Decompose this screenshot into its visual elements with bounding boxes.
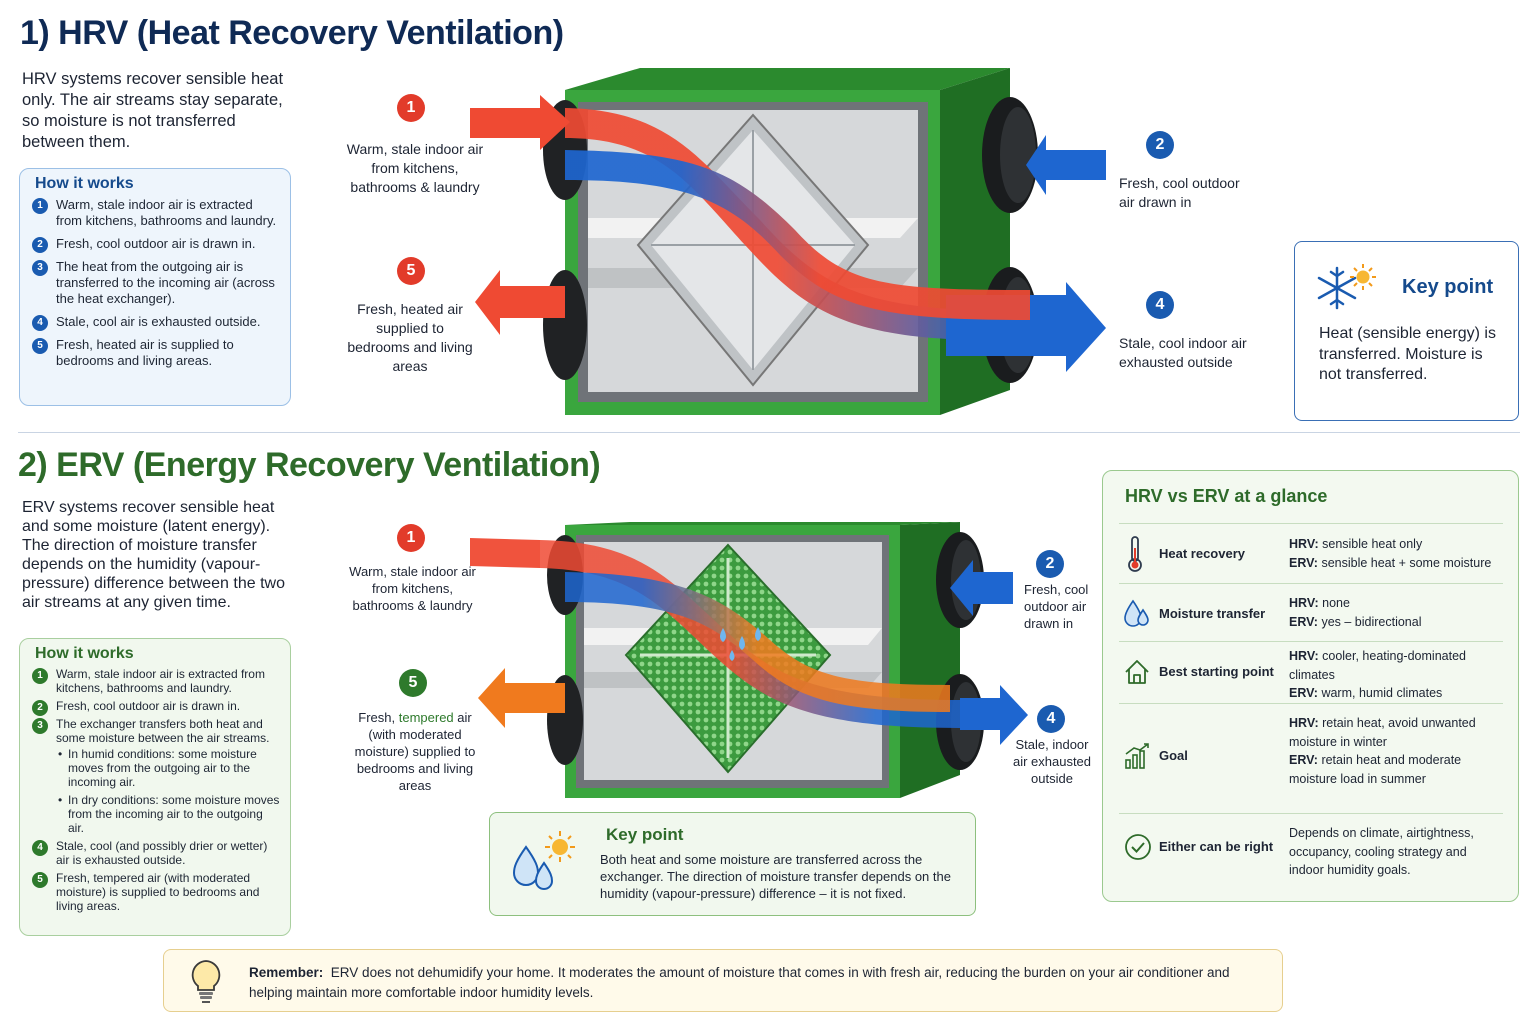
hrv-unit-top xyxy=(565,68,1010,90)
glance-row-moisture: Moisture transfer HRV: none ERV: yes – b… xyxy=(1119,583,1503,641)
erv-arrow-warm-in xyxy=(470,538,540,568)
glance-value-either: Depends on climate, airtightness, occupa… xyxy=(1289,826,1474,877)
hrv-arrow-warm-in xyxy=(470,95,570,150)
hrv-key-point: Key point Heat (sensible energy) is tran… xyxy=(1294,241,1519,421)
erv-sub-bullet-dry: In dry conditions: some moisture moves f… xyxy=(56,793,282,835)
moisture-droplets xyxy=(720,627,761,661)
hrv-label-2: Fresh, cool outdoor air drawn in xyxy=(1119,175,1240,210)
bar-chart-icon xyxy=(1125,743,1149,769)
hrv-key-point-title: Key point xyxy=(1402,276,1494,298)
hrv-vs-erv-glance: HRV vs ERV at a glance Heat recovery HRV… xyxy=(1102,470,1519,902)
hrv-how-title: How it works xyxy=(35,175,134,192)
hrv-badge-5: 5 xyxy=(397,257,425,285)
erv-arrow-tempered-out xyxy=(478,668,565,728)
erv-title: 2) ERV (Energy Recovery Ventilation) xyxy=(18,446,601,484)
erv-key-point-title: Key point xyxy=(606,825,684,844)
droplets-sun-icon xyxy=(512,831,575,890)
glance-label-goal: Goal xyxy=(1159,748,1188,763)
hrv-label-1: Warm, stale indoor air from kitchens, ba… xyxy=(346,141,484,195)
glance-value-goal: HRV: retain heat, avoid unwanted moistur… xyxy=(1289,716,1476,786)
glance-row-heat-recovery: Heat recovery HRV: sensible heat only ER… xyxy=(1119,523,1503,583)
glance-row-either: Either can be right Depends on climate, … xyxy=(1119,813,1503,891)
glance-value-heat-recovery: HRV: sensible heat only ERV: sensible he… xyxy=(1289,537,1492,570)
glance-value-best-start: HRV: cooler, heating-dominated climates … xyxy=(1289,649,1466,700)
erv-how-title: How it works xyxy=(35,645,134,662)
glance-label-moisture: Moisture transfer xyxy=(1159,606,1266,621)
erv-label-1: Warm, stale indoor air from kitchens, ba… xyxy=(349,564,476,613)
hrv-intro: HRV systems recover sensible heat only. … xyxy=(22,70,284,151)
erv-badge-4: 4 xyxy=(1037,705,1065,733)
hrv-label-4: Stale, cool indoor air exhausted outside xyxy=(1119,335,1247,370)
snowflake-sun-icon xyxy=(1317,264,1376,310)
hrv-badge-4: 4 xyxy=(1146,291,1174,319)
hrv-badge-1: 1 xyxy=(397,94,425,122)
check-circle-icon xyxy=(1125,834,1151,860)
glance-value-moisture: HRV: none ERV: yes – bidirectional xyxy=(1289,596,1422,629)
erv-badge-5: 5 xyxy=(399,669,427,697)
erv-unit-diagram xyxy=(470,522,1028,798)
glance-title: HRV vs ERV at a glance xyxy=(1125,486,1328,506)
house-icon xyxy=(1125,660,1149,684)
erv-label-5: Fresh, tempered air (with moderated mois… xyxy=(354,710,476,793)
hrv-title: 1) HRV (Heat Recovery Ventilation) xyxy=(20,14,564,52)
erv-label-4: Stale, indoor air exhausted outside xyxy=(1012,737,1092,786)
glance-label-heat-recovery: Heat recovery xyxy=(1159,546,1245,561)
hrv-key-point-text: Heat (sensible energy) is transferred. M… xyxy=(1319,325,1496,383)
glance-row-goal: Goal HRV: retain heat, avoid unwanted mo… xyxy=(1119,703,1503,813)
hrv-badge-2: 2 xyxy=(1146,131,1174,159)
hrv-arrow-cool-in xyxy=(1026,135,1106,195)
remember-banner: Remember: ERV does not dehumidify your h… xyxy=(163,949,1283,1012)
erv-sub-bullet-humid: In humid conditions: some moisture moves… xyxy=(56,747,282,789)
glance-row-best-start: Best starting point HRV: cooler, heating… xyxy=(1119,641,1503,703)
erv-badge-1: 1 xyxy=(397,524,425,552)
erv-label-2: Fresh, cool outdoor air drawn in xyxy=(1024,582,1089,631)
remember-text: Remember: ERV does not dehumidify your h… xyxy=(249,965,1230,1000)
erv-arrow-cool-out xyxy=(960,685,1028,745)
thermometer-icon xyxy=(1128,536,1142,572)
erv-key-point-text: Both heat and some moisture are transfer… xyxy=(600,852,951,901)
erv-arrow-cool-in xyxy=(950,560,1013,616)
hrv-label-5: Fresh, heated air supplied to bedrooms a… xyxy=(347,301,473,374)
glance-label-either: Either can be right xyxy=(1159,839,1274,854)
section-divider xyxy=(18,432,1520,433)
lightbulb-icon xyxy=(191,960,221,1003)
hrv-arrow-warm-out xyxy=(475,270,565,335)
erv-unit-top xyxy=(565,522,960,525)
erv-badge-2: 2 xyxy=(1036,550,1064,578)
erv-key-point: Key point Both heat and some moisture ar… xyxy=(489,812,976,916)
erv-intro: ERV systems recover sensible heat and so… xyxy=(22,499,285,611)
glance-label-best-start: Best starting point xyxy=(1159,664,1274,679)
hrv-unit-diagram xyxy=(470,68,1106,415)
droplets-icon xyxy=(1124,599,1149,627)
